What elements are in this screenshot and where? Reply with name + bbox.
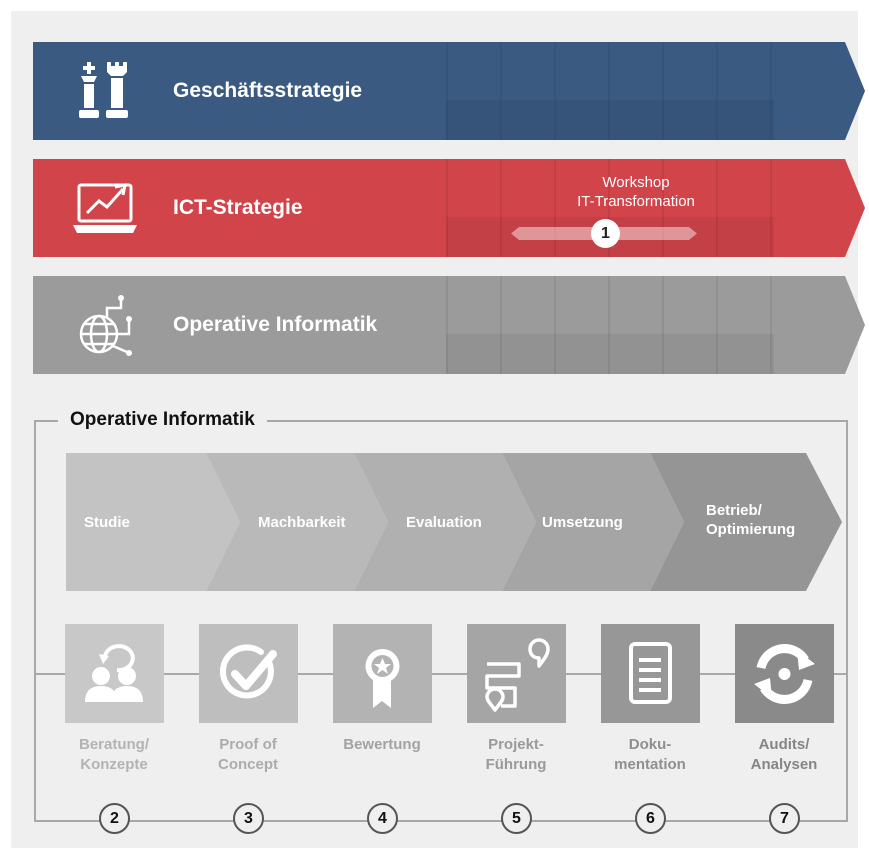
number-badge-4: 4 [367,803,398,834]
band-arrow-fill [33,159,865,257]
service-label-line2: Concept [218,756,278,773]
band-arrow-fill [33,276,865,374]
phase-label-umsetzung: Umsetzung [542,514,623,531]
service-label-documentation: Doku-mentation [585,735,715,775]
service-label-line1: Projekt- [488,736,544,753]
service-label-consulting: Beratung/Konzepte [49,735,179,775]
service-tile-documentation [601,624,700,723]
service-tile-proof-of-concept [199,624,298,723]
service-label-line1: Beratung/ [78,736,149,753]
service-label-line1: Audits/ [758,736,810,753]
service-label-line1: Doku- [628,736,672,753]
band-arrow-shape [33,159,865,257]
phase-chevron-shapes [66,453,842,591]
number-badge-6: 6 [635,803,666,834]
service-label-audits: Audits/Analysen [719,735,849,775]
number-badge-3: 3 [233,803,264,834]
checkmark-circle-icon [199,624,298,723]
service-tile-project-management [467,624,566,723]
service-tile-evaluation [333,624,432,723]
phase-label-evaluation: Evaluation [406,514,482,531]
workshop-label-line2: IT-Transformation [577,193,695,210]
service-label-line2: Führung [485,756,547,773]
phase-chevron-studie [66,453,240,591]
section-frame [34,420,848,822]
band-business-strategy: Geschäftsstrategie [33,42,865,140]
workshop-number-badge: 1 [591,219,620,248]
phase-label-betrieb-line1: Betrieb/ [706,502,762,519]
workshop-label: Workshop IT-Transformation [561,173,711,211]
number-badge-7: 7 [769,803,800,834]
number-badge-2: 2 [99,803,130,834]
service-label-line1: Bewertung [343,736,421,753]
service-label-line1: Proof of [219,736,277,753]
service-tile-consulting [65,624,164,723]
band-arrow-shape [33,276,865,374]
timeline-ticks [446,42,774,140]
phase-chevron-machbarkeit [206,453,388,591]
phase-label-betrieb: Betrieb/ Optimierung [706,501,795,539]
consulting-people-icon [65,624,164,723]
band-arrow-fill [33,42,865,140]
award-ribbon-icon [333,624,432,723]
band-arrow-shape [33,42,865,140]
service-label-line2: Analysen [750,756,818,773]
band-title: ICT-Strategie [173,196,303,219]
band-ict-strategy: ICT-Strategie Workshop IT-Transformation… [33,159,865,257]
phase-label-betrieb-line2: Optimierung [706,521,796,538]
band-title: Geschäftsstrategie [173,79,363,102]
services-connector-line [35,673,847,675]
phase-label-machbarkeit: Machbarkeit [258,514,346,531]
refresh-cycle-icon [735,624,834,723]
timeline-ticks [446,276,774,374]
band-operative-it: Operative Informatik [33,276,865,374]
globe-network-icon [79,295,132,356]
phase-chevron-betrieb [650,453,842,591]
workshop-label-line1: Workshop [602,174,670,191]
service-label-evaluation: Bewertung [317,735,447,755]
laptop-growth-chart-icon [73,183,137,233]
document-icon [601,624,700,723]
route-map-pin-icon [467,624,566,723]
chess-icon [79,62,128,118]
service-label-proof-of-concept: Proof of Concept [183,735,313,775]
service-label-project-management: Projekt- Führung [451,735,581,775]
service-label-line2: mentation [614,756,686,773]
number-badge-5: 5 [501,803,532,834]
phase-label-studie: Studie [84,514,130,531]
service-label-line2: Konzepte [80,756,148,773]
service-tile-audits [735,624,834,723]
band-title: Operative Informatik [173,313,378,336]
phase-chevron-evaluation [354,453,536,591]
section-title: Operative Informatik [58,406,267,434]
phase-chevron-umsetzung [502,453,684,591]
